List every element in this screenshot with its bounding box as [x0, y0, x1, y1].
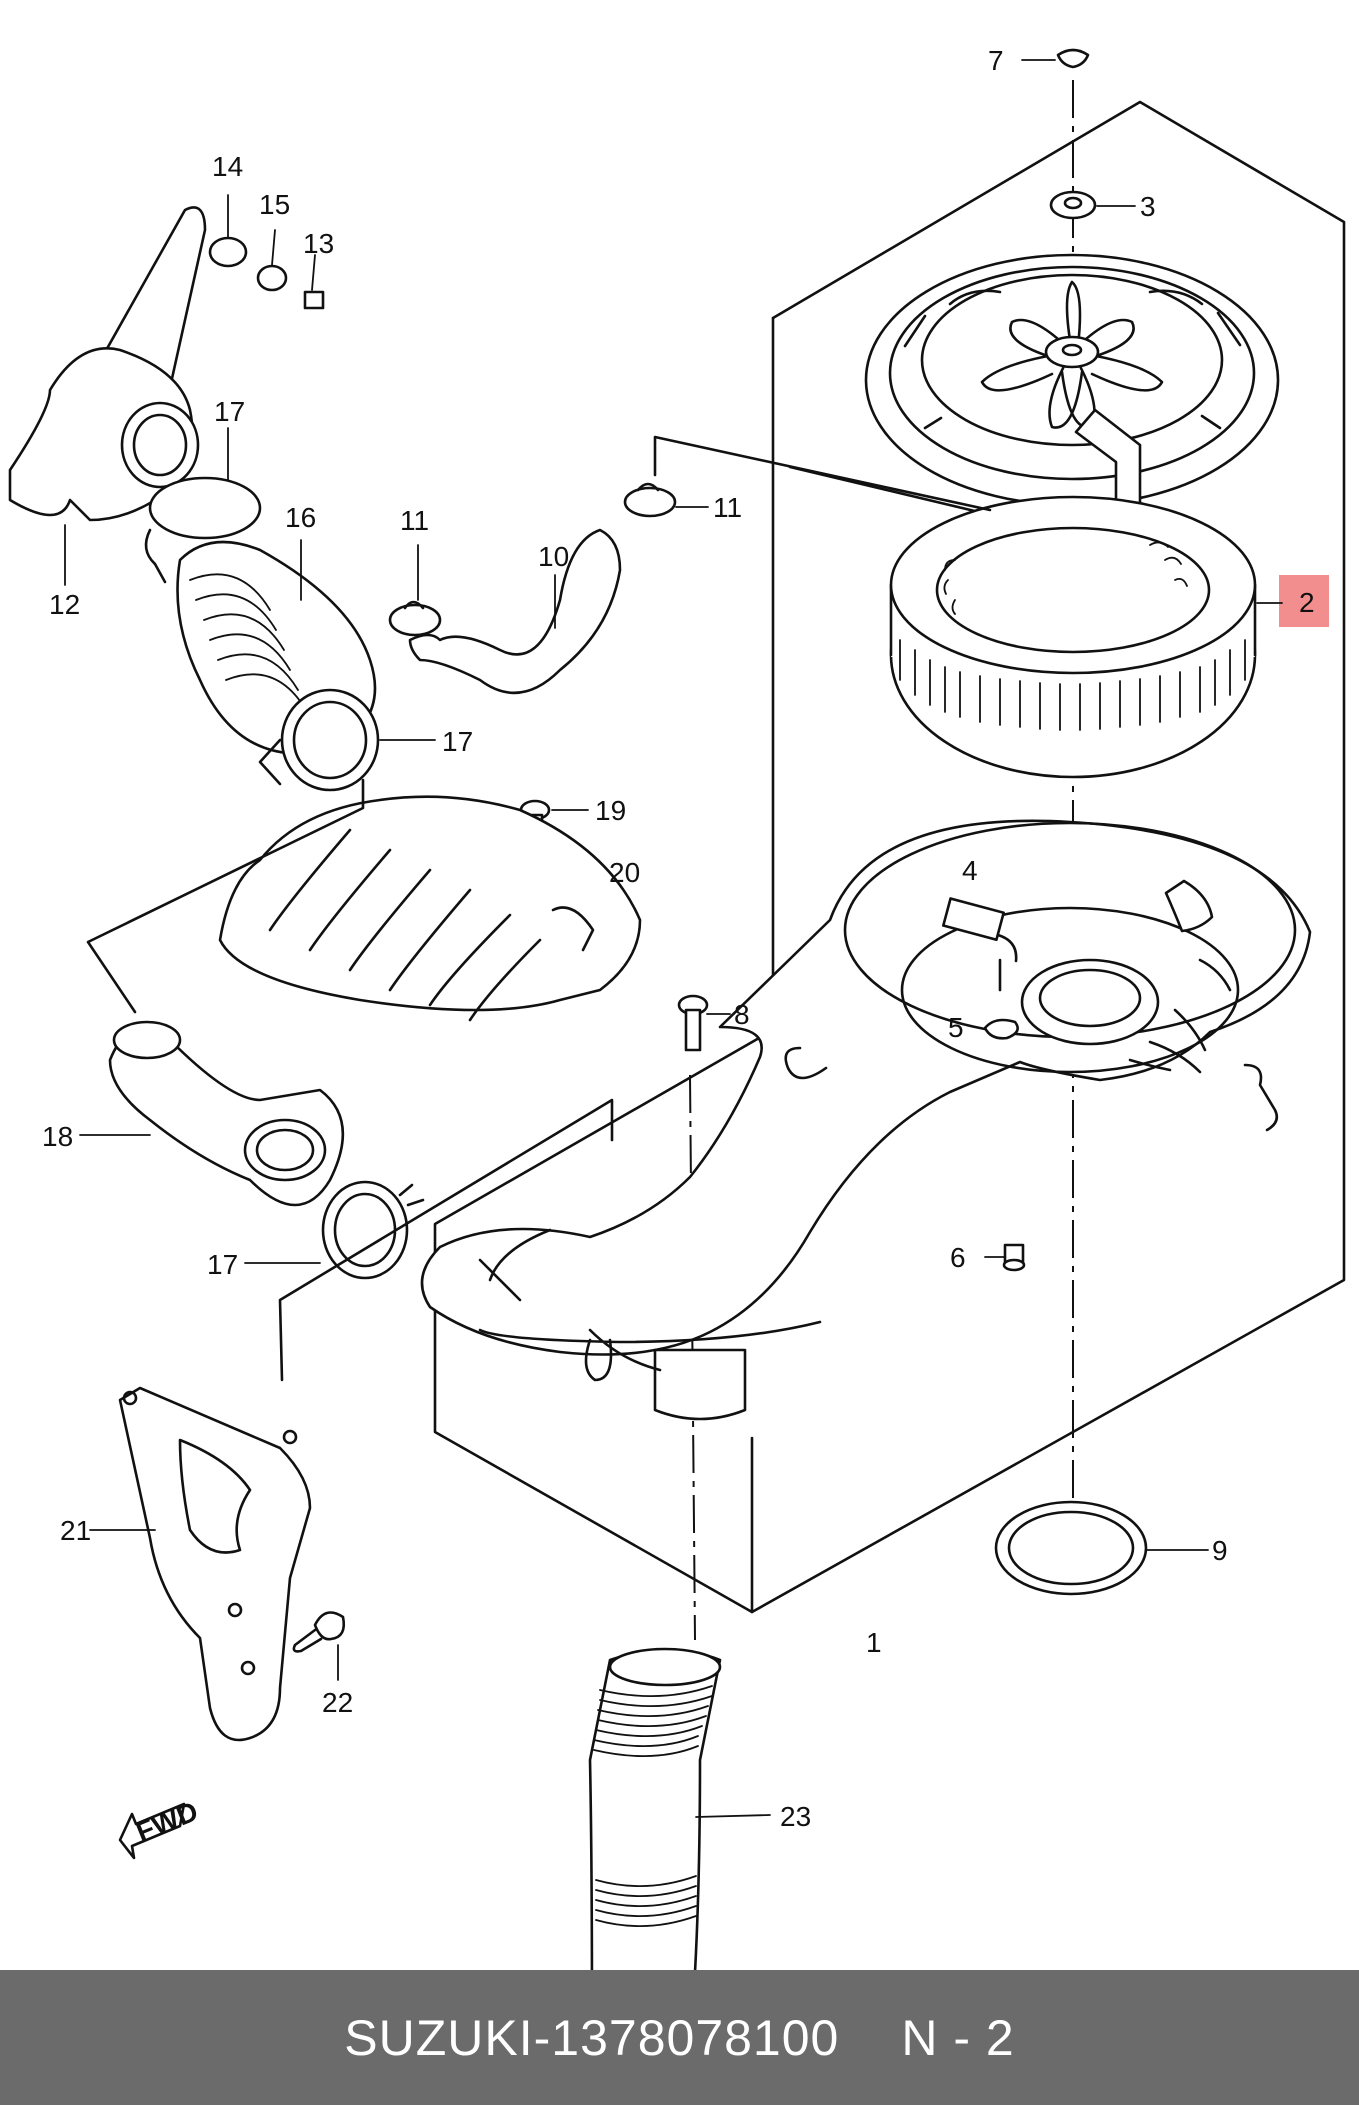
- callout-9: 9: [1212, 1535, 1228, 1566]
- callout-23: 23: [780, 1801, 811, 1832]
- callout-11-left: 11: [400, 505, 429, 536]
- bolt-part-13: [303, 254, 325, 310]
- callout-21: 21: [60, 1515, 91, 1546]
- callout-22: 22: [322, 1687, 353, 1718]
- wing-nut-part-7: [1021, 48, 1090, 69]
- parts-exploded-diagram: FWD 1 2 3 4 5 6 7 8 9 10 11 11 12 13 14 …: [8, 45, 1346, 1970]
- part-number: 1378078100: [551, 2009, 840, 2066]
- collar-part-15: [256, 229, 288, 292]
- resonator-box: [218, 795, 642, 1022]
- callout-18: 18: [42, 1121, 73, 1152]
- callout-6: 6: [950, 1242, 966, 1273]
- callout-16: 16: [285, 502, 316, 533]
- clamp-part-17-middle: [258, 688, 436, 792]
- bolt-part-22: [292, 1611, 346, 1681]
- callout-7: 7: [988, 45, 1004, 76]
- callout-17-bottom: 17: [207, 1249, 238, 1280]
- callout-11-right: 11: [713, 492, 742, 523]
- fwd-label: FWD: [132, 1795, 203, 1848]
- callout-12: 12: [49, 589, 80, 620]
- callout-2: 2: [1299, 587, 1315, 618]
- callout-17-top: 17: [214, 396, 245, 427]
- air-cleaner-body-part-1: [420, 819, 1312, 1421]
- callout-10: 10: [538, 541, 569, 572]
- callout-17-middle: 17: [442, 726, 473, 757]
- air-cleaner-lid: [864, 253, 1280, 516]
- callout-8: 8: [734, 999, 750, 1030]
- bracket-part-21: [89, 1386, 312, 1742]
- clip-part-11-left: [388, 544, 442, 637]
- forward-direction-arrow-icon: FWD: [118, 1795, 203, 1860]
- callout-14: 14: [212, 151, 243, 182]
- filter-element-part-2: [889, 495, 1257, 779]
- air-duct-part-12: [8, 206, 207, 586]
- callout-15: 15: [259, 189, 290, 220]
- gasket-part-9: [994, 1500, 1209, 1596]
- diagram-group-code: N - 2: [901, 2009, 1015, 2066]
- callout-20: 20: [609, 857, 640, 888]
- callout-4: 4: [962, 855, 978, 886]
- footer-separator: -: [533, 2009, 552, 2066]
- callout-5: 5: [948, 1012, 964, 1043]
- part-number-footer: SUZUKI - 1378078100 N - 2: [0, 1970, 1359, 2105]
- callout-13: 13: [303, 228, 334, 259]
- breather-hose-part-10: [408, 528, 622, 695]
- grommet-part-14: [208, 194, 248, 268]
- callout-3: 3: [1140, 191, 1156, 222]
- clamp-part-17-bottom: [244, 1180, 425, 1280]
- washer-part-3: [1049, 190, 1136, 220]
- hose-part-23: [588, 1647, 771, 1970]
- inlet-pipe-part-18: [79, 1020, 345, 1207]
- bolt-part-8: [677, 994, 731, 1052]
- bolt-part-6: [984, 1243, 1026, 1272]
- clip-part-11-right: [623, 482, 709, 518]
- callout-19: 19: [595, 795, 626, 826]
- clamp-part-17-top: [144, 427, 262, 584]
- brand-name: SUZUKI: [344, 2009, 534, 2066]
- callout-2-highlight: [1279, 575, 1329, 627]
- callout-1: 1: [866, 1627, 882, 1658]
